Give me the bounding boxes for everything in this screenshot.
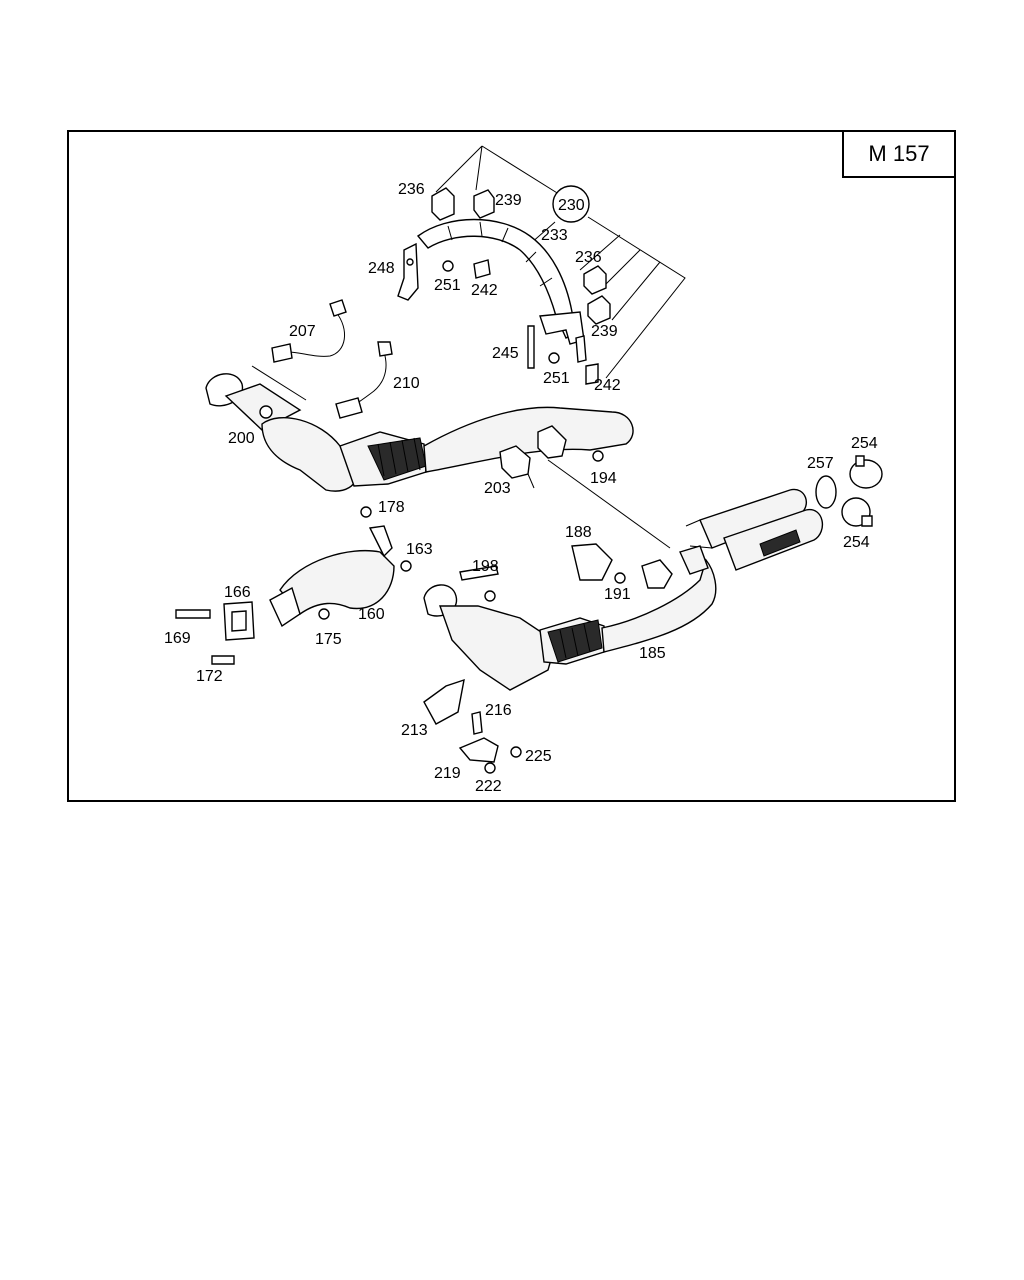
label-242-lower: 242 bbox=[594, 377, 621, 394]
upper-hanger-drawing bbox=[499, 425, 671, 549]
label-236-right: 236 bbox=[575, 249, 602, 266]
label-200: 200 bbox=[228, 430, 255, 447]
label-245: 245 bbox=[492, 345, 519, 362]
model-code-box: M 157 bbox=[842, 130, 956, 178]
label-222: 222 bbox=[475, 778, 502, 795]
model-code: M 157 bbox=[868, 141, 930, 166]
label-236: 236 bbox=[398, 181, 425, 198]
bracket-assembly-drawing bbox=[397, 145, 686, 385]
label-251-lower: 251 bbox=[543, 370, 570, 387]
label-251: 251 bbox=[434, 277, 461, 294]
label-213: 213 bbox=[401, 722, 428, 739]
lower-heat-shield-drawing bbox=[423, 678, 522, 774]
label-178: 178 bbox=[378, 499, 405, 516]
label-169: 169 bbox=[164, 630, 191, 647]
label-194: 194 bbox=[590, 470, 617, 487]
label-242: 242 bbox=[471, 282, 498, 299]
label-233: 233 bbox=[541, 227, 568, 244]
label-230: 230 bbox=[558, 197, 585, 214]
label-188: 188 bbox=[565, 524, 592, 541]
label-257: 257 bbox=[807, 455, 834, 472]
label-254-lower: 254 bbox=[843, 534, 870, 551]
label-160: 160 bbox=[358, 606, 385, 623]
label-185: 185 bbox=[639, 645, 666, 662]
rear-pipes-drawing bbox=[685, 455, 883, 571]
lower-catalytic-converter-drawing bbox=[423, 543, 717, 691]
label-239-right: 239 bbox=[591, 323, 618, 340]
label-175: 175 bbox=[315, 631, 342, 648]
part-labels: 236 239 230 233 248 251 242 236 239 207 … bbox=[164, 181, 878, 795]
lower-front-pipe-drawing bbox=[175, 506, 412, 665]
label-207: 207 bbox=[289, 323, 316, 340]
label-210: 210 bbox=[393, 375, 420, 392]
label-219: 219 bbox=[434, 765, 461, 782]
label-254: 254 bbox=[851, 435, 878, 452]
label-191: 191 bbox=[604, 586, 631, 603]
label-198: 198 bbox=[472, 558, 499, 575]
label-163: 163 bbox=[406, 541, 433, 558]
label-166: 166 bbox=[224, 584, 251, 601]
label-248: 248 bbox=[368, 260, 395, 277]
oxygen-sensors-drawing bbox=[251, 299, 393, 419]
upper-catalytic-converter-drawing bbox=[205, 373, 634, 492]
diagram-frame bbox=[67, 130, 956, 802]
label-203: 203 bbox=[484, 480, 511, 497]
label-172: 172 bbox=[196, 668, 223, 685]
label-239: 239 bbox=[495, 192, 522, 209]
label-216: 216 bbox=[485, 702, 512, 719]
label-225: 225 bbox=[525, 748, 552, 765]
